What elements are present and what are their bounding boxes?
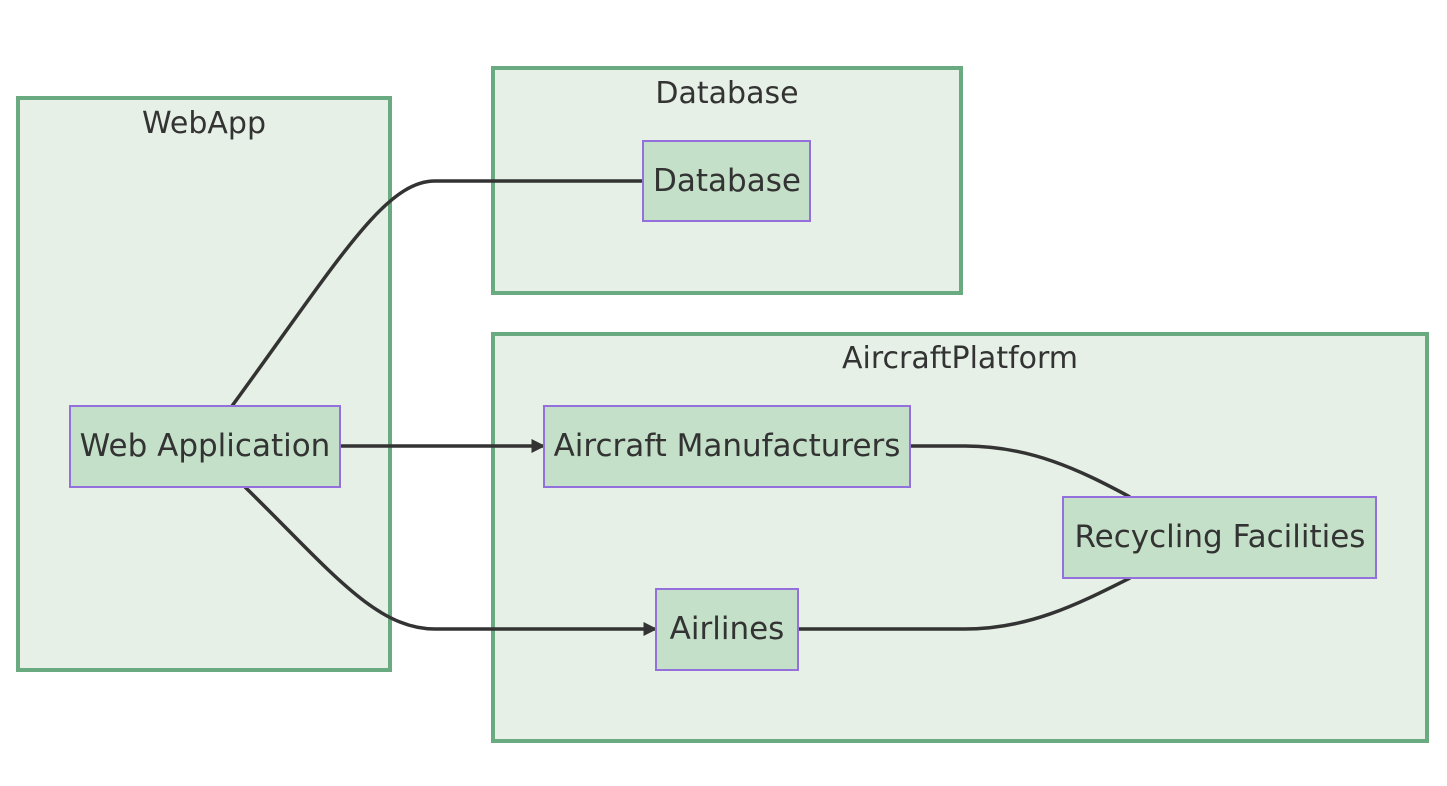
- node-recycling-facilities-label: Recycling Facilities: [1075, 519, 1366, 555]
- node-database-box: [642, 140, 811, 222]
- edge-manufacturers-to-recycling: [910, 444, 1131, 499]
- cluster-aircraft-platform-label: AircraftPlatform: [842, 341, 1078, 376]
- cluster-webapp: WebApp: [16, 96, 392, 672]
- node-database[interactable]: Database: [642, 140, 811, 222]
- edge-webapp-to-airlines: [243, 485, 658, 636]
- cluster-webapp-label: WebApp: [142, 106, 266, 141]
- node-web-application[interactable]: Web Application: [69, 405, 341, 488]
- node-web-application-box: [69, 405, 341, 488]
- node-aircraft-manufacturers-label: Aircraft Manufacturers: [554, 428, 901, 464]
- node-airlines[interactable]: Airlines: [655, 588, 799, 671]
- node-recycling-facilities[interactable]: Recycling Facilities: [1062, 496, 1377, 579]
- cluster-webapp-box: [16, 96, 392, 672]
- edge-airlines-to-recycling: [798, 576, 1131, 631]
- node-aircraft-manufacturers[interactable]: Aircraft Manufacturers: [543, 405, 911, 488]
- node-database-label: Database: [653, 163, 801, 199]
- node-aircraft-manufacturers-box: [543, 405, 911, 488]
- node-web-application-label: Web Application: [80, 428, 331, 464]
- node-airlines-box: [655, 588, 799, 671]
- node-airlines-label: Airlines: [670, 611, 785, 647]
- node-recycling-facilities-box: [1062, 496, 1377, 579]
- cluster-database-label: Database: [655, 76, 798, 111]
- edge-webapp-to-database: [230, 179, 643, 408]
